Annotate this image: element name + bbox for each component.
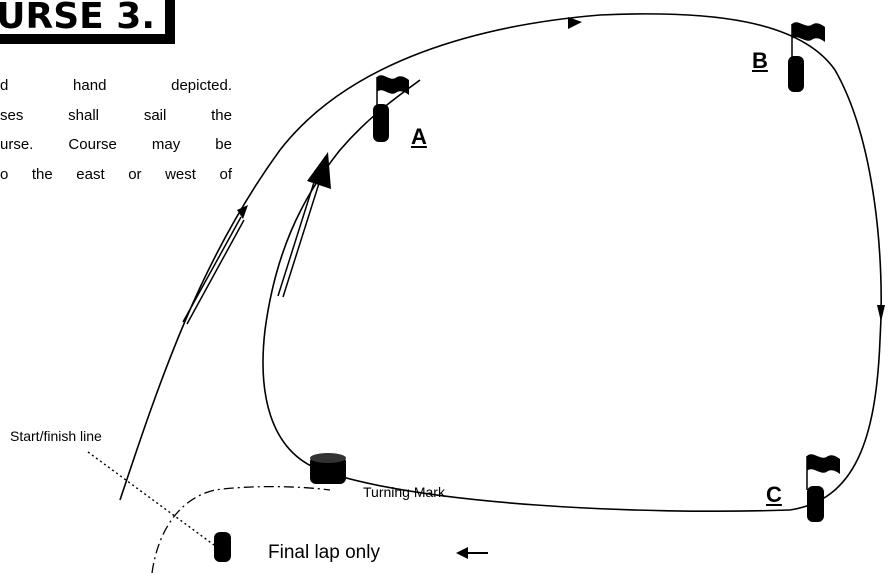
start-finish-label: Start/finish line	[10, 428, 102, 444]
mark-c-buoy	[806, 454, 840, 522]
description-line: ses shall sail the	[0, 106, 232, 124]
course-description: d hand depicted. ses shall sail the urse…	[0, 71, 232, 189]
mark-b-label: B	[752, 48, 768, 73]
turning-mark-label: Turning Mark	[363, 484, 445, 500]
direction-arrow-top	[568, 17, 582, 29]
start-finish-dotted-line	[87, 451, 215, 546]
description-line: o the east or west of	[0, 165, 232, 183]
final-lap-arrow	[456, 547, 488, 559]
double-arrow-left	[182, 216, 245, 325]
double-arrow-inner	[277, 175, 322, 298]
mark-b-buoy	[788, 22, 825, 92]
final-lap-arc	[151, 485, 331, 573]
description-line: d hand depicted.	[0, 77, 232, 94]
inner-loop	[262, 79, 791, 512]
final-lap-buoy	[214, 532, 231, 562]
description-line: urse. Course may be	[0, 136, 232, 153]
turning-mark-buoy	[310, 453, 346, 484]
double-arrow-head	[307, 152, 331, 189]
mark-a-buoy	[373, 75, 409, 142]
mark-c-label: C	[766, 482, 782, 507]
mark-a-label: A	[411, 124, 427, 149]
final-lap-label: Final lap only	[268, 542, 380, 563]
course-title: URSE 3.	[0, 0, 169, 38]
course-loop	[119, 13, 882, 511]
direction-arrow-right	[877, 305, 885, 322]
direction-arrow-left	[237, 205, 248, 219]
